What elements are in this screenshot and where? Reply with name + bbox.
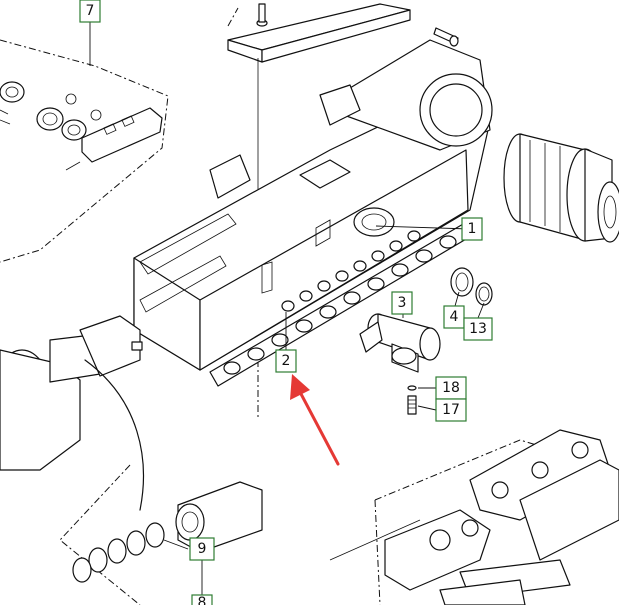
bolt-and-washer — [407, 385, 417, 415]
top-left-seal-group — [0, 81, 163, 171]
carrier-roller — [359, 313, 441, 373]
leader-lines — [89, 22, 485, 597]
idler-assembly — [0, 315, 145, 511]
callout-9: 9 — [189, 537, 215, 561]
callout-1-label: 1 — [468, 221, 477, 237]
callout-8: 8 — [191, 594, 213, 605]
callout-8-label: 8 — [198, 595, 207, 605]
callout-3-label: 3 — [398, 295, 407, 311]
callout-2-label: 2 — [282, 353, 291, 369]
track-chain — [329, 429, 619, 605]
track-roller-row — [209, 219, 479, 387]
callout-1: 1 — [461, 217, 483, 241]
callout-9-label: 9 — [198, 541, 207, 557]
top-cover-plate — [227, 3, 411, 215]
callout-7-label: 7 — [86, 3, 95, 19]
callout-2: 2 — [275, 349, 297, 373]
callout-17: 17 — [435, 398, 467, 422]
track-frame — [133, 39, 493, 371]
callout-13: 13 — [463, 317, 493, 341]
callout-4: 4 — [443, 305, 465, 329]
bushing-and-seals — [72, 481, 263, 583]
callout-18-label: 18 — [442, 380, 460, 396]
callout-4-label: 4 — [450, 309, 459, 325]
collar-and-snap-ring — [450, 267, 493, 306]
callout-13-label: 13 — [469, 321, 487, 337]
highlight-arrow — [290, 374, 340, 466]
callout-18: 18 — [435, 376, 467, 400]
callout-17-label: 17 — [442, 402, 460, 418]
travel-motor — [503, 133, 619, 243]
callout-3: 3 — [391, 291, 413, 315]
top-right-bolt — [433, 27, 459, 47]
callout-7: 7 — [79, 0, 101, 23]
